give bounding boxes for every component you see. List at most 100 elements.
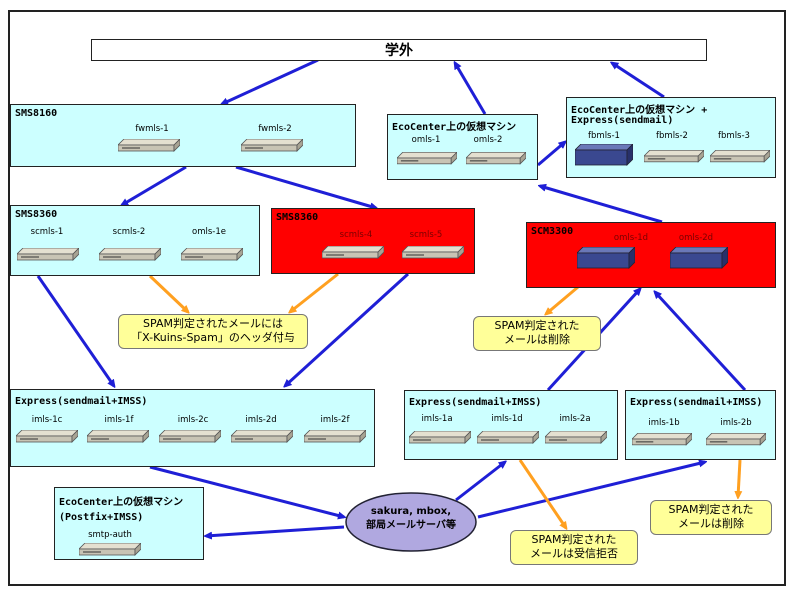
rack-server-icon [87,430,149,443]
rack-server-icon [477,431,539,444]
box-sms8160: SMS8160 fwmls-1 fwmls-2 [10,104,356,167]
arrow-sms8160-to-sms8360a [122,165,187,205]
blue-appliance-icon [670,247,728,269]
server-label: smtp-auth [88,530,132,540]
rack-server-icon [466,152,526,165]
box-vm-postfix: EcoCenter上の仮想マシン (Postfix+IMSS) smtp-aut… [54,487,204,560]
arrow-expressleft-to-ellipse [149,465,344,517]
server-label: fwmls-1 [135,124,169,134]
box-scm3300: SCM3300 omls-1d omls-2d [526,222,776,288]
server-label: imls-2c [177,415,209,425]
box-title: SMS8360 [276,212,319,223]
server-label: imls-2d [245,415,277,425]
rack-server-icon [231,430,293,443]
rack-server-icon [241,139,303,152]
arrow-vm1-up [455,63,487,115]
note-line: SPAM判定された [531,533,617,546]
server-label: imls-2b [720,418,752,428]
arrow-orange-sms8360a [148,274,188,312]
mailserver-line: 部局メールサーバ等 [366,520,456,531]
server-label: omls-2 [473,135,503,145]
note-spam-reject: SPAM判定された メールは受信拒否 [510,530,638,565]
server-label: omls-2d [678,233,714,243]
server-label: scmls-4 [339,230,373,240]
box-title: EcoCenter上の仮想マシン [59,497,184,508]
note-line: 「X-Kuins-Spam」のヘッダ付与 [131,331,295,344]
rack-server-icon [409,431,471,444]
box-subtitle: Express(sendmail) [571,115,674,126]
rack-server-icon [79,543,141,556]
box-express-right: Express(sendmail+IMSS) imls-1b imls-2b [625,390,776,460]
server-label: fwmls-2 [258,124,292,134]
arrow-sms8160-up [222,58,319,106]
rack-server-icon [118,139,180,152]
rack-server-icon [181,248,243,261]
server-label: imls-2a [559,414,591,424]
outside-network-label: 学外 [91,39,707,61]
arrow-sms8360a-down [36,275,114,386]
rack-server-icon [99,248,161,261]
note-spam-delete-scm: SPAM判定された メールは削除 [473,316,601,351]
server-label: fbmls-2 [656,131,688,141]
rack-server-icon [632,433,692,446]
rack-server-icon [16,430,78,443]
note-spam-header: SPAM判定されたメールには 「X-Kuins-Spam」のヘッダ付与 [118,314,308,349]
note-line: SPAM判定されたメールには [143,317,283,330]
arrow-orange-expressright [738,459,740,497]
box-title: SCM3300 [531,226,574,237]
server-label: imls-1a [421,414,453,424]
server-label: omls-1e [192,227,226,237]
box-sms8360-a: SMS8360 scmls-1 scmls-2 omls-1e [10,205,260,276]
box-sms8360-b: SMS8360 scmls-4 scmls-5 [271,208,475,274]
server-label: scmls-2 [112,227,146,237]
server-label: omls-1 [411,135,441,145]
rack-server-icon [322,246,384,259]
mailserver-ellipse [345,492,477,552]
server-label: imls-1c [31,415,63,425]
arrow-vm1-to-vmexpress [537,142,565,167]
box-title: EcoCenter上の仮想マシン + [571,105,708,116]
note-spam-delete-right: SPAM判定された メールは削除 [650,500,772,535]
note-line: メールは削除 [678,517,744,530]
mailserver-line: sakura, mbox, [370,506,452,517]
box-subtitle: (Postfix+IMSS) [59,512,144,523]
mailserver-label: sakura, mbox, 部局メールサーバ等 [344,505,478,533]
arrow-ellipse-to-expressright [477,462,705,519]
box-express-middle: Express(sendmail+IMSS) imls-1a imls-1d i… [404,390,618,460]
blue-appliance-icon [577,247,635,269]
rack-server-icon [545,431,607,444]
arrow-ellipse-to-expressmid [455,462,505,502]
rack-server-icon [710,150,770,163]
arrow-scm3300-to-vm1 [540,186,663,224]
note-line: SPAM判定された [494,319,580,332]
arrow-sms8160-to-sms8360b [235,165,376,208]
box-vm-ecocenter: EcoCenter上の仮想マシン omls-1 omls-2 [387,114,538,180]
arrow-expressright-to-scm3300 [655,292,747,392]
note-line: メールは削除 [504,333,570,346]
server-label: imls-1f [104,415,134,425]
rack-server-icon [644,150,704,163]
arrow-sms8360b-down [285,272,410,386]
server-label: omls-1d [613,233,649,243]
arrow-orange-expressmid [518,459,566,528]
box-title: SMS8360 [15,209,58,220]
arrow-ellipse-to-postfix [206,525,345,536]
box-express-left: Express(sendmail+IMSS) imls-1c imls-1f i… [10,389,375,467]
outer-frame [8,10,786,586]
server-label: fbmls-1 [588,131,620,141]
blue-appliance-icon [575,144,633,166]
rack-server-icon [17,248,79,261]
box-vm-ecocenter-express: EcoCenter上の仮想マシン + Express(sendmail) fbm… [566,97,776,178]
server-label: imls-1b [648,418,680,428]
note-line: SPAM判定された [668,503,754,516]
rack-server-icon [159,430,221,443]
server-label: fbmls-3 [718,131,750,141]
box-title: Express(sendmail+IMSS) [15,396,148,407]
server-label: scmls-1 [30,227,64,237]
note-line: メールは受信拒否 [530,547,618,560]
box-title: Express(sendmail+IMSS) [630,397,763,408]
rack-server-icon [402,246,464,259]
box-title: EcoCenter上の仮想マシン [392,122,517,133]
